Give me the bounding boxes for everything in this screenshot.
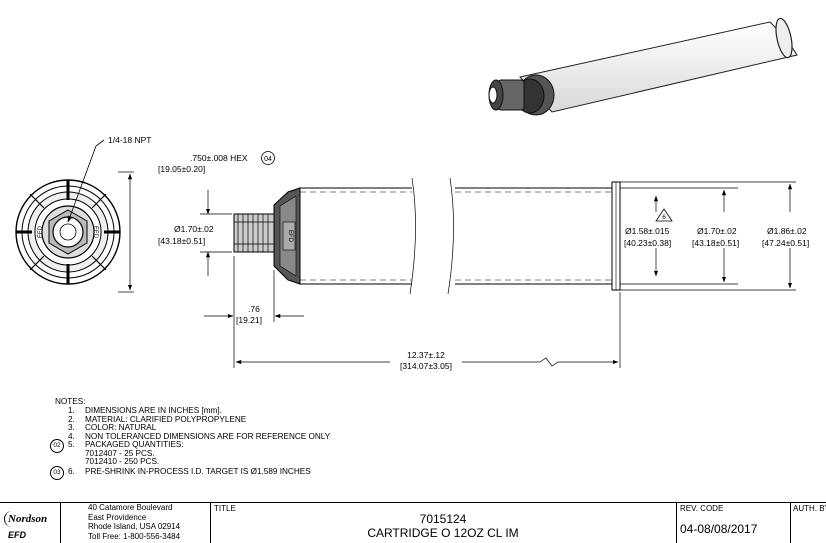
- dia-rim-dimension: Ø1.86±.02: [767, 226, 807, 236]
- flange-length-dimension: .76: [248, 304, 260, 314]
- notes-header: NOTES:: [55, 397, 86, 406]
- dia-id-dimension: Ø1.58±.015: [625, 226, 670, 236]
- auth-cell: AUTH. BY:: [793, 504, 826, 513]
- note-badge: 02: [50, 439, 64, 453]
- nordson-logo: Nordson: [8, 513, 48, 525]
- dia-body-dimension: Ø1.70±.02: [697, 226, 737, 236]
- thread-label: 1/4-18 NPT: [108, 135, 151, 145]
- hex-note-ref: 04: [264, 156, 272, 163]
- dia-left-dimension: Ø1.70±.02: [174, 224, 214, 234]
- dia-id-note-ref: 6: [662, 214, 666, 221]
- overall-length-dimension-mm: [314.07±3.05]: [400, 361, 452, 371]
- rev-cell: REV. CODE 04-08/08/2017: [676, 503, 791, 543]
- hex-dimension: .750±.008 HEX: [190, 153, 248, 163]
- side-view: EFD: [233, 177, 621, 295]
- svg-text:EFD: EFD: [38, 225, 44, 238]
- title-cell: TITLE 7015124 CARTRIDGE O 12OZ CL IM: [210, 503, 677, 543]
- dia-left-dimension-mm: [43.18±0.51]: [158, 236, 205, 246]
- title-block: Nordson EFD 40 Catamore Boulevard East P…: [0, 502, 826, 543]
- note-badge: 03: [50, 466, 64, 480]
- technical-drawing: EFD EFD 1/4-18 NPT EFD: [15, 17, 809, 371]
- dimension-lines: [118, 171, 796, 368]
- dia-body-dimension-mm: [43.18±0.51]: [692, 238, 739, 248]
- end-view: EFD EFD: [15, 179, 121, 285]
- dia-id-dimension-mm: [40.23±0.38]: [624, 238, 671, 248]
- part-name: CARTRIDGE O 12OZ CL IM: [367, 526, 519, 540]
- svg-text:EFD: EFD: [287, 230, 293, 243]
- svg-text:EFD: EFD: [92, 226, 98, 239]
- dia-rim-dimension-mm: [47.24±0.51]: [762, 238, 809, 248]
- overall-length-dimension: 12.37±.12: [407, 350, 445, 360]
- hex-dimension-mm: [19.05±0.20]: [158, 164, 205, 174]
- isometric-view: [488, 17, 798, 116]
- flange-length-dimension-mm: [19.21]: [236, 315, 262, 325]
- rev-value: 04-08/08/2017: [680, 522, 758, 536]
- efd-logo: EFD: [8, 530, 26, 540]
- part-number: 7015124: [419, 512, 467, 526]
- logo-cell: Nordson EFD: [0, 503, 61, 543]
- address-cell: 40 Catamore Boulevard East Providence Rh…: [60, 503, 211, 543]
